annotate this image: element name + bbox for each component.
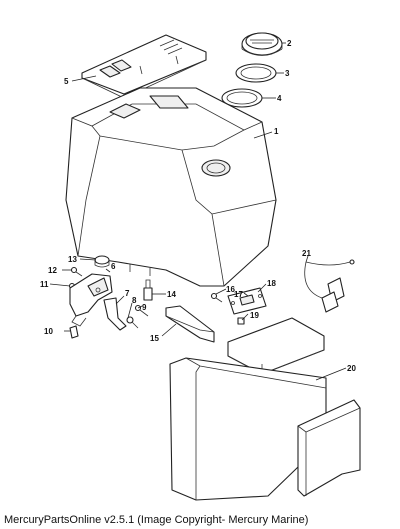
- callout-21: 21: [302, 249, 311, 258]
- callout-labels: 1 2 3 4 5 6 7 8 9 10 11 12 13 14 15 16 1…: [40, 39, 356, 373]
- ring-seal-lower: [221, 88, 263, 108]
- callout-8: 8: [132, 296, 137, 305]
- grommet: [94, 255, 110, 268]
- callout-4: 4: [277, 94, 282, 103]
- top-cover-panel: [81, 34, 207, 99]
- top-cowl: [65, 87, 277, 287]
- callout-16: 16: [226, 285, 235, 294]
- callout-9: 9: [142, 303, 147, 312]
- image-caption: MercuryPartsOnline v2.5.1 (Image Copyrig…: [4, 514, 309, 526]
- small-screw-12: [70, 266, 83, 277]
- callout-10: 10: [44, 327, 53, 336]
- ring-gasket-upper: [235, 63, 277, 83]
- callout-15: 15: [150, 334, 159, 343]
- callout-19: 19: [250, 311, 259, 320]
- callout-11: 11: [40, 280, 49, 289]
- callout-1: 1: [274, 127, 279, 136]
- wire-harness: [304, 259, 355, 313]
- nut-19: [237, 317, 245, 325]
- callout-6: 6: [111, 262, 116, 271]
- side-panel-assembly: [169, 317, 361, 501]
- callout-14: 14: [167, 290, 176, 299]
- callout-3: 3: [285, 69, 290, 78]
- filler-cap: [241, 32, 283, 56]
- latch-plate: [227, 287, 267, 315]
- bolt-14: [143, 279, 153, 301]
- callout-13: 13: [68, 255, 77, 264]
- callout-7: 7: [125, 289, 130, 298]
- callout-5: 5: [64, 77, 69, 86]
- callout-20: 20: [347, 364, 356, 373]
- callout-12: 12: [48, 266, 57, 275]
- latch-assembly: [69, 273, 113, 327]
- callout-17: 17: [234, 290, 243, 299]
- trim-strip: [165, 305, 215, 343]
- bolt-16: [210, 292, 223, 303]
- leader-lines: [49, 42, 347, 381]
- latch-bracket: [103, 297, 139, 331]
- callout-18: 18: [267, 279, 276, 288]
- callout-2: 2: [287, 39, 292, 48]
- retainer-clip: [69, 325, 79, 339]
